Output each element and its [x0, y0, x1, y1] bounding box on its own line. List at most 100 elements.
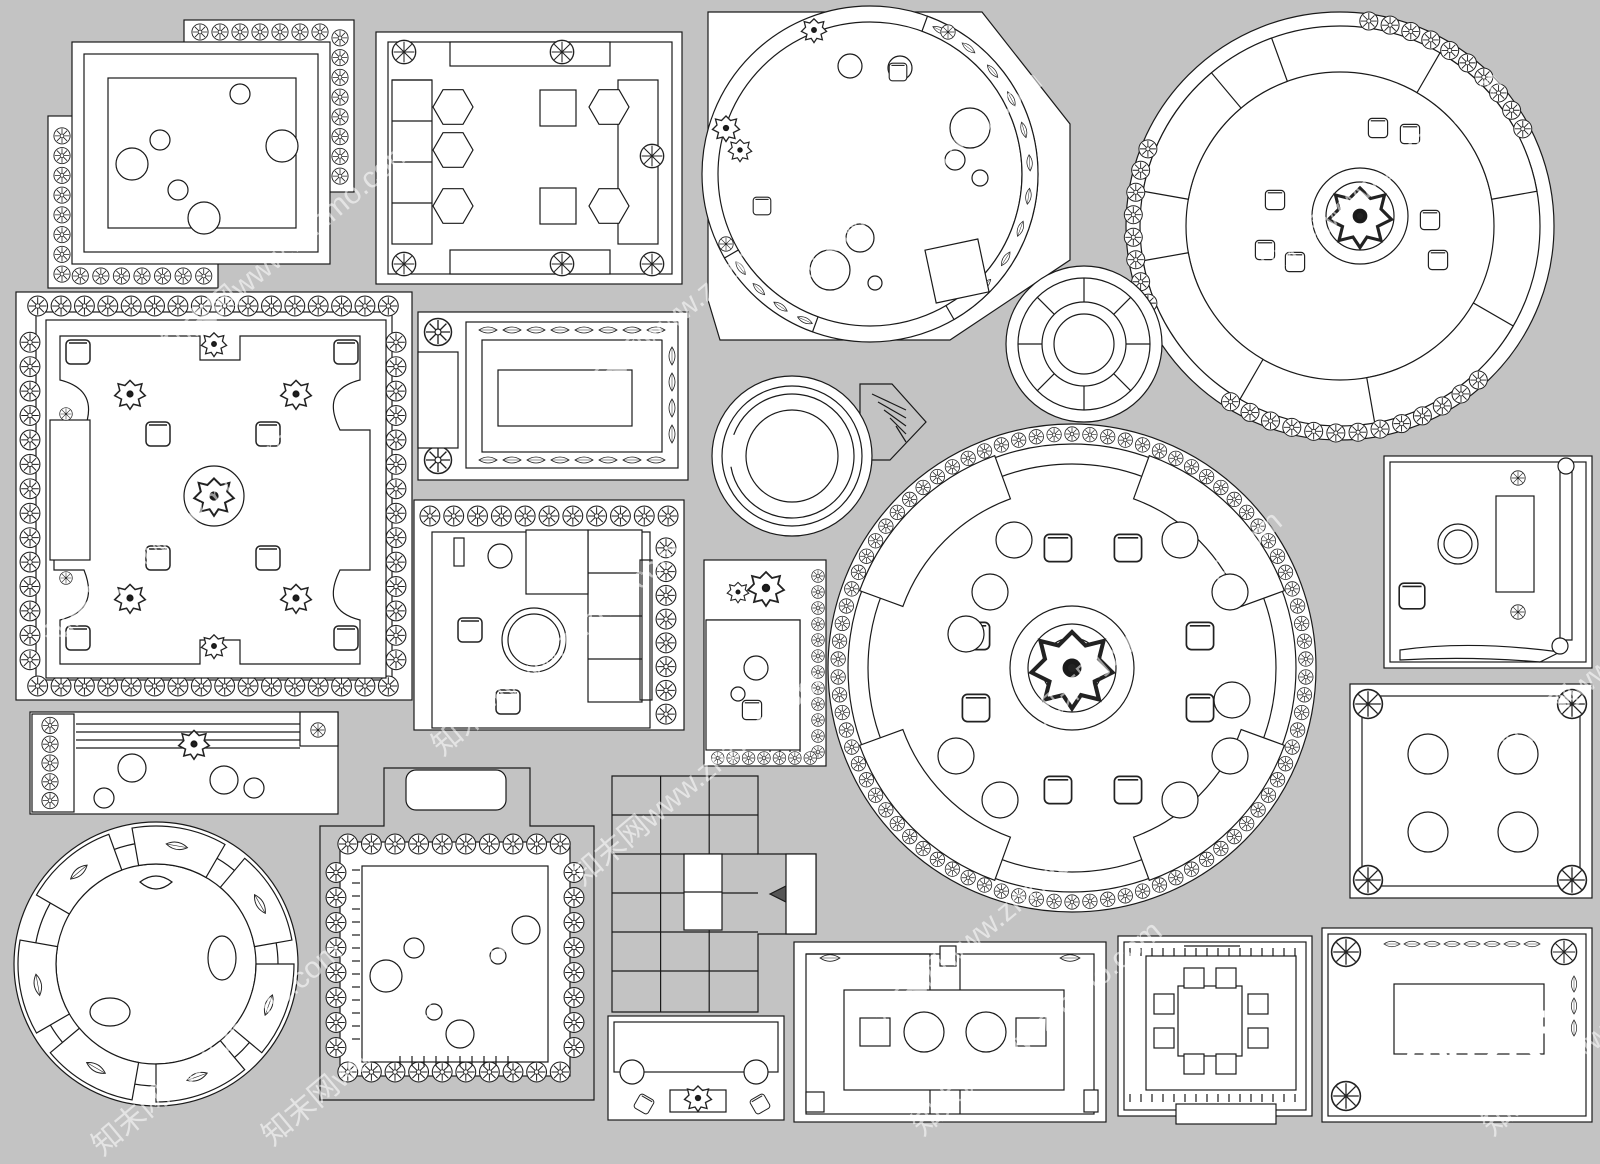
flower-icon: [19, 380, 41, 402]
flower-icon: [385, 575, 407, 598]
flower-icon: [331, 675, 353, 697]
flower-icon: [1556, 864, 1588, 896]
flower-icon: [1277, 564, 1294, 580]
flower-icon: [844, 739, 860, 755]
flower-icon: [1304, 421, 1324, 441]
flower-icon: [1134, 437, 1151, 453]
flower-icon: [331, 147, 349, 166]
chair-icon: [1113, 775, 1143, 805]
flower-icon: [19, 551, 41, 573]
flower-icon: [331, 48, 349, 67]
flower-icon: [563, 936, 585, 959]
flower-icon: [502, 1061, 524, 1083]
flower-icon: [167, 675, 189, 697]
flower-icon: [655, 632, 677, 654]
flower-icon: [167, 295, 189, 317]
flower-icon: [41, 716, 59, 735]
flower-icon: [538, 505, 560, 527]
flower-icon: [144, 675, 166, 697]
flower-icon: [1380, 15, 1400, 35]
flower-icon: [960, 450, 976, 466]
flower-icon: [325, 861, 347, 884]
flower-icon: [431, 833, 453, 855]
chair-icon: [1185, 693, 1215, 723]
flower-icon: [41, 754, 59, 772]
tree-icon: [727, 138, 753, 163]
flower-icon: [1028, 891, 1044, 907]
flower-icon: [391, 39, 417, 65]
chair-icon: [495, 689, 521, 715]
flower-icon: [1294, 704, 1310, 721]
flower-icon: [609, 505, 632, 527]
flower-icon: [325, 1036, 347, 1059]
flower-icon: [1213, 840, 1229, 857]
flower-icon: [1260, 787, 1277, 803]
flower-icon: [385, 429, 407, 451]
flower-icon: [419, 505, 441, 527]
flower-icon: [214, 675, 236, 697]
flower-icon: [19, 404, 41, 427]
flower-icon: [19, 527, 41, 549]
flower-icon: [1269, 772, 1286, 788]
flower-icon: [1370, 419, 1390, 439]
flower-icon: [960, 870, 976, 886]
flower-icon: [1451, 384, 1471, 404]
flower-icon: [1028, 429, 1044, 445]
flower-icon: [1260, 533, 1277, 549]
flower-icon: [811, 729, 825, 743]
flower-icon: [831, 633, 848, 649]
flower-icon: [830, 651, 846, 667]
flower-icon: [526, 833, 548, 855]
flower-icon: [655, 537, 677, 559]
flower-icon: [19, 575, 41, 598]
flower-icon: [563, 886, 585, 909]
flower-icon: [284, 295, 306, 317]
flower-icon: [1457, 53, 1478, 73]
small-round-pavilion: [1005, 265, 1163, 423]
flower-icon: [1510, 470, 1526, 486]
flower-icon: [1239, 504, 1255, 520]
flower-icon: [1064, 426, 1080, 442]
flower-icon: [1220, 392, 1241, 412]
flower-icon: [331, 167, 349, 185]
chair-icon: [65, 339, 91, 365]
chair-icon: [1264, 189, 1286, 211]
flower-icon: [915, 840, 931, 857]
flower-icon: [549, 1061, 571, 1083]
square-deck-with-stepping-stones: [47, 19, 355, 289]
flower-icon: [850, 756, 867, 772]
flower-icon: [811, 585, 825, 599]
tree-icon: [1329, 188, 1392, 248]
flower-icon: [1168, 450, 1184, 466]
flower-icon: [1352, 688, 1384, 720]
chair-icon: [457, 617, 483, 643]
corner-lounge: [1383, 455, 1593, 669]
flower-icon: [41, 735, 59, 753]
flower-icon: [73, 295, 95, 317]
flower-icon: [385, 331, 407, 353]
flower-icon: [214, 295, 236, 317]
chair-icon: [961, 693, 991, 723]
flower-icon: [1123, 205, 1143, 225]
tree-icon: [113, 379, 147, 411]
flower-icon: [563, 1011, 585, 1034]
tree-icon: [726, 581, 750, 604]
flower-icon: [325, 911, 347, 934]
flower-icon: [830, 669, 846, 685]
flower-icon: [993, 437, 1010, 453]
flower-icon: [811, 633, 825, 647]
flower-icon: [1282, 417, 1302, 437]
flower-icon: [1296, 633, 1313, 649]
flower-icon: [1513, 119, 1533, 139]
flower-icon: [502, 833, 524, 855]
flower-icon: [1401, 21, 1421, 42]
tree-icon: [279, 583, 313, 615]
chair-icon: [1185, 621, 1215, 651]
flower-icon: [1432, 396, 1452, 416]
flower-icon: [331, 29, 349, 47]
flower-icon: [112, 267, 131, 285]
chair-icon: [888, 62, 908, 82]
flower-icon: [902, 828, 918, 845]
flower-icon: [1151, 443, 1168, 459]
tiled-platform-with-table: [611, 775, 817, 1013]
